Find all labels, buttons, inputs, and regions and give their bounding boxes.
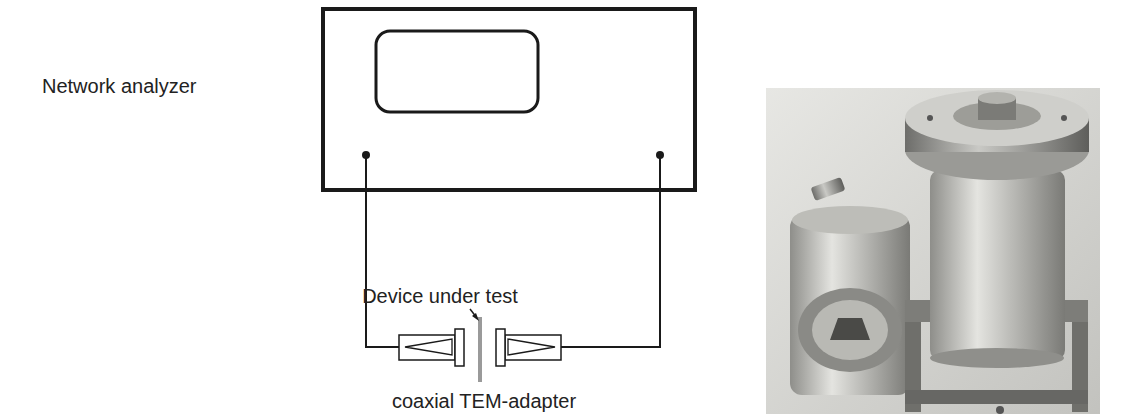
network-analyzer-label: Network analyzer xyxy=(42,75,197,97)
analyzer-screen xyxy=(376,31,538,112)
device-label: Device under test xyxy=(362,285,518,307)
cable xyxy=(366,155,399,347)
cable xyxy=(561,155,660,347)
device-sheet xyxy=(478,317,482,382)
adapter-body xyxy=(399,335,455,360)
adapter-cone xyxy=(405,339,452,355)
adapter-body xyxy=(505,335,561,360)
analyzer-housing xyxy=(323,9,695,190)
pointer-head xyxy=(472,313,479,321)
adapter-photo xyxy=(766,88,1100,414)
adapter-flange xyxy=(455,329,464,366)
adapter-label: coaxial TEM-adapter xyxy=(392,390,576,412)
adapter-flange xyxy=(496,329,505,366)
adapter-cone xyxy=(508,339,555,355)
